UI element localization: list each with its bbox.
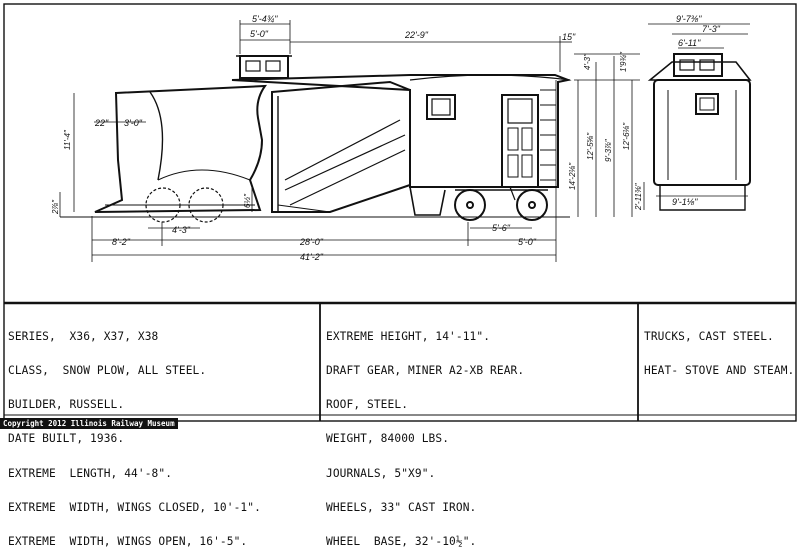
- spec-line: EXTREME LENGTH, 44'-8".: [8, 466, 173, 480]
- plow-blade: [94, 84, 268, 213]
- dim-ground-clear: 2⅞": [51, 199, 60, 215]
- spec-line: SERIES, X36, X37, X38: [8, 329, 159, 343]
- dim-ht-b: 1'9¾": [619, 51, 628, 72]
- dim-ht-e: 2'-11⅜": [634, 182, 643, 211]
- spec-line: DRAFT GEAR, MINER A2-XB REAR.: [326, 364, 525, 378]
- spec-line: BUILDER, RUSSELL.: [8, 398, 125, 412]
- dim-front-to-truck: 8'-2": [112, 237, 131, 247]
- spec-line: JOURNALS, 5"X9".: [326, 466, 436, 480]
- dim-cupola-inner: 5'-0": [250, 29, 269, 39]
- dim-wheel-base: 5'-6": [492, 223, 511, 233]
- spec-line: EXTREME WIDTH, WINGS OPEN, 16'-5".: [8, 535, 248, 549]
- dim-cupola-width: 5'-4¾": [252, 14, 278, 24]
- cupola-side: [236, 55, 292, 79]
- dim-wing-a: 22": [94, 118, 109, 128]
- dim-end-cupola-overall: 9'-7⅜": [676, 14, 702, 24]
- spec-line: WEIGHT, 84000 LBS.: [326, 432, 450, 446]
- specs-column-2: EXTREME HEIGHT, 14'-11". DRAFT GEAR, MIN…: [326, 308, 631, 559]
- wing-section: [271, 80, 411, 213]
- dim-end-overhang: 15": [562, 32, 576, 42]
- spec-line: WHEELS, 33" CAST IRON.: [326, 500, 477, 514]
- dim-wing-b: 3'-0": [124, 118, 143, 128]
- dim-end-base: 9'-1⅛": [672, 197, 698, 207]
- spec-line: WHEEL BASE, 32'-10½".: [326, 535, 477, 549]
- dim-truck-centers: 28'-0": [299, 237, 324, 247]
- spec-line: EXTREME HEIGHT, 14'-11".: [326, 329, 491, 343]
- spec-line: TRUCKS, CAST STEEL.: [644, 329, 774, 343]
- dim-plow-height: 11'-4": [63, 129, 72, 150]
- dim-overall-length: 41'-2": [300, 252, 324, 262]
- dim-rear-overhang: 5'-0": [518, 237, 537, 247]
- dim-ht-d: 9'-3⅞": [604, 138, 613, 162]
- dim-ht-a: 4'-3": [583, 53, 592, 70]
- dim-ht-c: 12'-6⅛": [622, 122, 631, 150]
- specs-column-1: SERIES, X36, X37, X38 CLASS, SNOW PLOW, …: [8, 308, 313, 559]
- specs-column-3: TRUCKS, CAST STEEL. HEAT- STOVE AND STEA…: [644, 308, 796, 388]
- rear-truck: [454, 189, 548, 221]
- snow-plow-drawing: 5'-4¾" 5'-0" 22'-9" 15" 9'-7⅜" 7'-3" 6'-…: [3, 3, 797, 422]
- dim-ht-overall: 14'-2⅛": [568, 162, 577, 190]
- dim-body-length: 22'-9": [404, 30, 429, 40]
- dim-end-width-a: 7'-3": [702, 24, 721, 34]
- dim-end-width-b: 6'-11": [678, 38, 701, 48]
- car-body: [231, 74, 572, 216]
- end-view: [647, 53, 752, 211]
- spec-line: DATE BUILT, 1936.: [8, 432, 125, 446]
- dim-plow-base: 6½": [243, 193, 252, 208]
- dim-truck-pos: 4'-3": [172, 225, 191, 235]
- spec-line: HEAT- STOVE AND STEAM.: [644, 364, 795, 378]
- copyright-credit: Copyright 2012 Illinois Railway Museum: [0, 418, 178, 429]
- spec-line: CLASS, SNOW PLOW, ALL STEEL.: [8, 364, 207, 378]
- dim-ht-roof: 12'-5⅝": [586, 132, 595, 160]
- dimension-labels: 5'-4¾" 5'-0" 22'-9" 15" 9'-7⅜" 7'-3" 6'-…: [51, 14, 721, 262]
- spec-line: EXTREME WIDTH, WINGS CLOSED, 10'-1".: [8, 500, 261, 514]
- spec-line: ROOF, STEEL.: [326, 398, 409, 412]
- front-truck: [145, 187, 224, 223]
